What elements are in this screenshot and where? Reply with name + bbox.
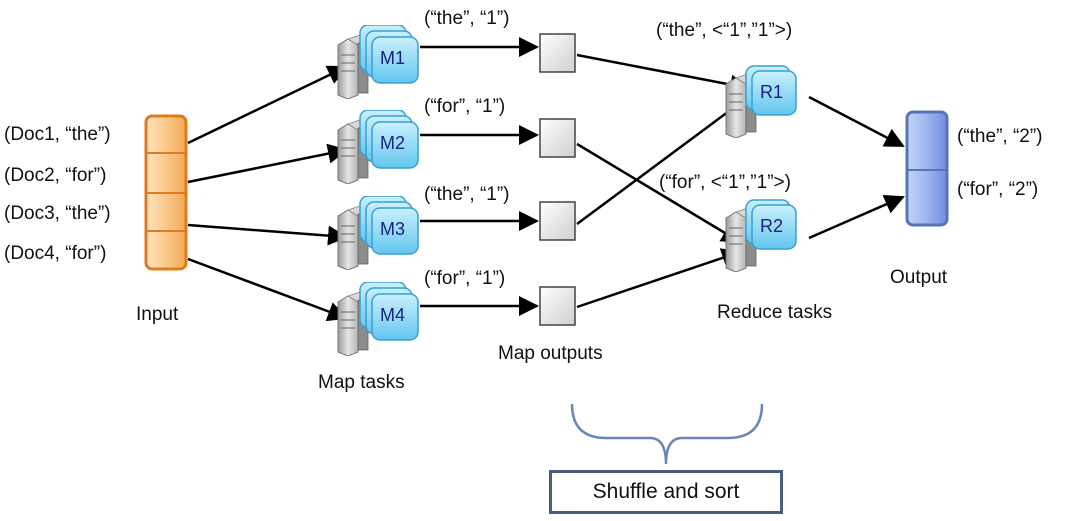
- map-task-1-graphic: [337, 24, 419, 100]
- input-caption: Input: [136, 304, 179, 325]
- map-output-label-2: (“for”, “1”): [424, 96, 506, 117]
- task-card: [371, 207, 419, 255]
- reduce-task-2-graphic: [725, 199, 797, 273]
- input-to-map-arrows: [187, 65, 348, 322]
- map-task-4-graphic: [337, 281, 419, 357]
- input-record-1: (Doc1, “the”): [4, 124, 111, 145]
- reduce-task-1-graphic: [725, 65, 797, 139]
- input-record-2: (Doc2, “for”): [4, 165, 107, 186]
- output-stack: [905, 110, 949, 227]
- map-task-3-label: M3: [380, 219, 406, 239]
- shuffle-and-sort-box: Shuffle and sort: [549, 470, 783, 514]
- map-task-2: M2: [336, 109, 426, 185]
- output-record-1: (“the”, “2”): [957, 126, 1043, 147]
- map-to-output-arrows: [420, 37, 539, 316]
- shuffle-and-sort-label: Shuffle and sort: [592, 480, 740, 503]
- map-task-3: M3: [336, 195, 426, 271]
- map-tasks-caption: Map tasks: [318, 372, 405, 393]
- shuffle-brace: [570, 403, 764, 465]
- map-output-label-1: (“the”, “1”): [424, 8, 510, 29]
- map-task-1-label: M1: [380, 48, 406, 68]
- map-task-2-label: M2: [380, 133, 406, 153]
- reduce-to-output-arrows: [808, 95, 905, 240]
- output-record-2: (“for”, “2”): [957, 179, 1039, 200]
- reduce-input-label-1: (“the”, <“1”,”1”>): [656, 20, 793, 41]
- map-output-label-3: (“the”, “1”): [424, 184, 510, 205]
- map-task-4: M4: [336, 281, 426, 357]
- reduce-task-2-label: R2: [760, 216, 784, 236]
- reduce-input-label-2: (“for”, <“1”,”1”>): [659, 172, 791, 193]
- map-task-2-graphic: [337, 109, 419, 185]
- shuffle-arrows: [576, 53, 750, 309]
- reduce-task-2: R2: [724, 198, 809, 273]
- map-task-4-label: M4: [380, 305, 406, 325]
- task-card: [371, 36, 419, 84]
- reduce-task-1-label: R1: [760, 82, 784, 102]
- input-stack: [144, 114, 188, 271]
- task-card: [371, 121, 419, 169]
- map-task-3-graphic: [337, 195, 419, 271]
- task-card: [751, 70, 797, 116]
- map-output-label-4: (“for”, “1”): [424, 268, 506, 289]
- map-output-squares: [539, 33, 576, 326]
- reduce-task-1: R1: [724, 64, 809, 139]
- map-task-1: M1: [336, 24, 426, 100]
- output-caption: Output: [890, 267, 948, 288]
- map-outputs-caption: Map outputs: [498, 343, 603, 364]
- input-record-4: (Doc4, “for”): [4, 243, 107, 264]
- input-record-3: (Doc3, “the”): [4, 203, 111, 224]
- reduce-tasks-caption: Reduce tasks: [717, 302, 833, 323]
- task-card: [371, 293, 419, 341]
- task-card: [751, 204, 797, 250]
